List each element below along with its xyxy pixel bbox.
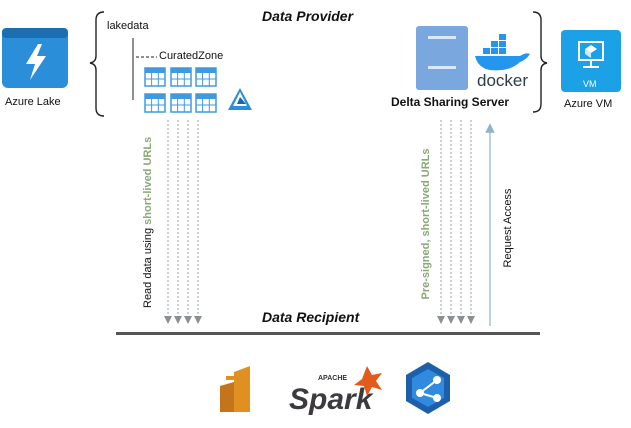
left-brace	[89, 11, 105, 117]
read-data-arrows	[164, 120, 202, 324]
lightning-icon	[26, 44, 46, 80]
data-provider-title: Data Provider	[262, 8, 354, 24]
spark-star-icon	[354, 366, 382, 396]
table-icon	[170, 67, 192, 87]
vm-badge: VM	[583, 79, 597, 89]
docker-wordmark: docker	[477, 71, 528, 90]
azure-lake-label: Azure Lake	[5, 96, 61, 108]
server-icon	[416, 26, 468, 90]
table-grid-group	[144, 67, 217, 113]
data-recipient-title: Data Recipient	[262, 309, 360, 325]
synapse-icon	[406, 362, 450, 414]
svg-text:APACHE: APACHE	[318, 375, 347, 382]
curatedzone-label: CuratedZone	[159, 50, 224, 62]
table-icon	[170, 93, 192, 113]
spark-logo: APACHE Spark	[289, 366, 382, 416]
lakedata-label: lakedata	[107, 20, 149, 32]
azure-lake-icon	[2, 28, 68, 88]
azure-vm-label: Azure VM	[564, 98, 613, 110]
table-icon	[195, 93, 217, 113]
azure-vm-icon	[561, 30, 621, 92]
docker-icon	[475, 34, 530, 71]
right-brace	[532, 11, 548, 113]
athena-icon	[220, 366, 250, 412]
recipient-baseline	[116, 332, 540, 335]
azure-triangle-icon	[228, 88, 252, 110]
table-icon	[144, 93, 166, 113]
presigned-arrows	[437, 120, 475, 324]
table-icon	[195, 67, 217, 87]
delta-sharing-server-label: Delta Sharing Server	[391, 95, 510, 109]
table-icon	[144, 67, 166, 87]
svg-text:Spark: Spark	[289, 383, 374, 416]
